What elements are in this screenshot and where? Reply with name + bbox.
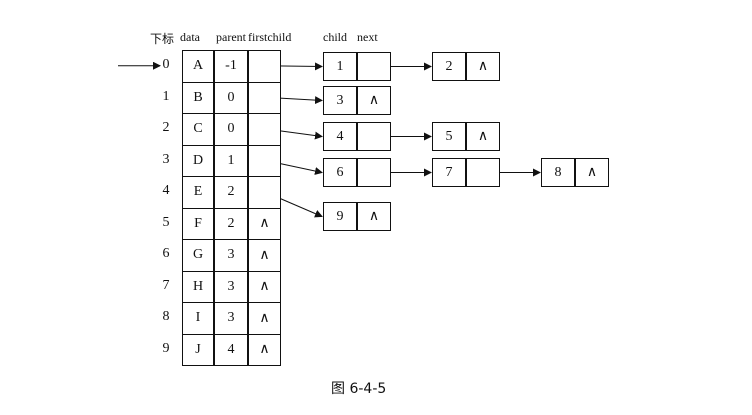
parent-cell: 3 xyxy=(214,239,248,272)
firstchild-cell: ∧ xyxy=(248,270,281,303)
firstchild-cell: ∧ xyxy=(248,239,281,272)
firstchild-cell: ∧ xyxy=(248,302,281,335)
next-pointer-cell xyxy=(466,158,500,187)
row-index: 0 xyxy=(162,57,170,72)
data-cell: I xyxy=(182,302,214,335)
child-node-cell: 1 xyxy=(323,52,357,81)
next-pointer-cell xyxy=(357,122,391,151)
next-pointer-cell xyxy=(357,158,391,187)
parent-cell: -1 xyxy=(214,50,248,83)
child-node-cell: 6 xyxy=(323,158,357,187)
parent-cell: 4 xyxy=(214,333,248,366)
child-node-cell: 8 xyxy=(541,158,575,187)
child-node-cell: 2 xyxy=(432,52,466,81)
firstchild-cell xyxy=(248,50,281,83)
data-cell: A xyxy=(182,50,214,83)
parent-cell: 2 xyxy=(214,207,248,240)
firstchild-cell xyxy=(248,81,281,114)
row-index: 1 xyxy=(162,88,170,104)
firstchild-cell: ∧ xyxy=(248,207,281,240)
parent-cell: 0 xyxy=(214,81,248,114)
next-pointer-cell: ∧ xyxy=(357,86,391,115)
parent-cell: 3 xyxy=(214,302,248,335)
parent-cell: 3 xyxy=(214,270,248,303)
data-cell: J xyxy=(182,333,214,366)
data-cell: B xyxy=(182,81,214,114)
next-pointer-cell: ∧ xyxy=(466,52,500,81)
row-index: 8 xyxy=(162,309,170,324)
header-firstchild: firstchild xyxy=(248,30,292,44)
row-index: 3 xyxy=(162,151,170,167)
row-index: 7 xyxy=(162,277,170,293)
header-next: next xyxy=(357,30,378,44)
firstchild-cell: ∧ xyxy=(248,333,281,366)
next-pointer-cell: ∧ xyxy=(466,122,500,151)
row-index: 6 xyxy=(162,246,170,261)
data-cell: C xyxy=(182,113,214,146)
parent-cell: 0 xyxy=(214,113,248,146)
header-parent: parent xyxy=(216,30,246,44)
next-pointer-cell: ∧ xyxy=(575,158,609,187)
header-data: data xyxy=(180,30,200,44)
firstchild-cell xyxy=(248,176,281,209)
child-node-cell: 7 xyxy=(432,158,466,187)
child-node-cell: 5 xyxy=(432,122,466,151)
row-index: 2 xyxy=(162,120,170,135)
row-index: 9 xyxy=(162,340,170,356)
data-cell: D xyxy=(182,144,214,177)
next-pointer-cell xyxy=(357,52,391,81)
parent-cell: 1 xyxy=(214,144,248,177)
child-node-cell: 3 xyxy=(323,86,357,115)
data-cell: E xyxy=(182,176,214,209)
header-index: 下标 xyxy=(150,32,175,46)
child-node-cell: 4 xyxy=(323,122,357,151)
parent-cell: 2 xyxy=(214,176,248,209)
row-index: 5 xyxy=(162,214,170,230)
data-cell: F xyxy=(182,207,214,240)
next-pointer-cell: ∧ xyxy=(357,202,391,231)
child-node-cell: 9 xyxy=(323,202,357,231)
figure-caption: 图 6-4-5 xyxy=(331,381,387,397)
header-child: child xyxy=(323,30,347,44)
data-cell: G xyxy=(182,239,214,272)
row-index: 4 xyxy=(162,183,170,198)
data-cell: H xyxy=(182,270,214,303)
firstchild-cell xyxy=(248,144,281,177)
firstchild-cell xyxy=(248,113,281,146)
